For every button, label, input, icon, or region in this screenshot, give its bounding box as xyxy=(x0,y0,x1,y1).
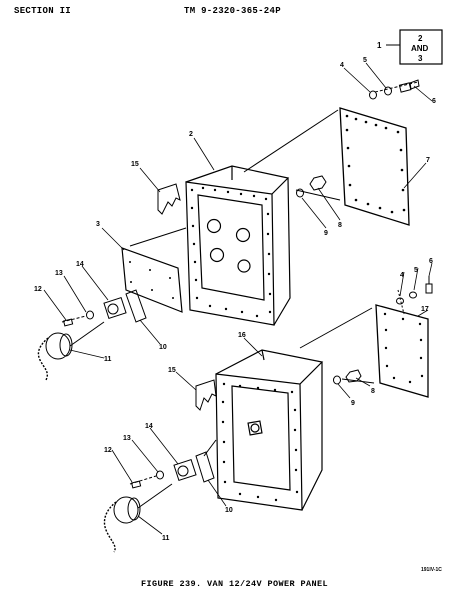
callout-6-lower: 6 xyxy=(429,258,433,265)
screw-set-lower xyxy=(396,276,433,315)
callout-8-upper: 8 xyxy=(338,222,342,229)
callout-5-upper: 5 xyxy=(363,57,367,64)
housing-16 xyxy=(215,349,324,511)
ref-box-line2: AND xyxy=(411,44,429,53)
nut-8-lower xyxy=(333,369,362,385)
ref-box-line3: 3 xyxy=(418,54,423,63)
screw-6-upper xyxy=(369,79,420,100)
callout-13-lower: 13 xyxy=(123,435,131,442)
housing-2-holes xyxy=(190,186,272,318)
cap-11-upper xyxy=(37,321,105,381)
ref-box-line1: 2 xyxy=(418,34,423,43)
callout-16: 16 xyxy=(238,332,246,339)
callout-9-lower: 9 xyxy=(351,400,355,407)
callout-11-lower: 11 xyxy=(162,535,170,542)
ref-number: 1 xyxy=(377,41,382,50)
callout-10-lower: 10 xyxy=(225,507,233,514)
callout-15-lower: 15 xyxy=(168,367,176,374)
nut-8-upper xyxy=(296,175,327,198)
drawing-code: 191IV-1C xyxy=(421,567,442,573)
label-plate-15-upper xyxy=(157,183,181,215)
connector-assembly-upper xyxy=(61,289,147,327)
callout-14-upper: 14 xyxy=(76,261,84,268)
callout-9-upper: 9 xyxy=(324,230,328,237)
section-header: SECTION II xyxy=(14,6,72,16)
tm-number-header: TM 9-2320-365-24P xyxy=(184,6,281,16)
callout-4-lower: 4 xyxy=(400,272,404,279)
callout-2: 2 xyxy=(189,131,193,138)
callout-5-lower: 5 xyxy=(414,267,418,274)
callout-17: 17 xyxy=(421,306,429,313)
callout-8-lower: 8 xyxy=(371,388,375,395)
callout-12-lower: 12 xyxy=(104,447,112,454)
callout-13-upper: 13 xyxy=(55,270,63,277)
callout-15-upper: 15 xyxy=(131,161,139,168)
callout-11-upper: 11 xyxy=(104,356,112,363)
figure-caption: FIGURE 239. VAN 12/24V POWER PANEL xyxy=(140,579,329,589)
cover-plate-17 xyxy=(375,304,429,398)
label-plate-15-lower xyxy=(195,379,217,411)
callout-14-lower: 14 xyxy=(145,423,153,430)
callout-4-upper: 4 xyxy=(340,62,344,69)
connector-assembly-lower xyxy=(129,439,217,489)
cover-plate-7-holes xyxy=(345,114,406,214)
callout-3: 3 xyxy=(96,221,100,228)
callout-10-upper: 10 xyxy=(159,344,167,351)
cover-plate-7 xyxy=(339,107,410,226)
cap-11-lower xyxy=(103,483,173,553)
gasket-3-upper xyxy=(121,247,183,313)
reference-box xyxy=(399,29,443,65)
callout-6-upper: 6 xyxy=(432,98,436,105)
callout-12-upper: 12 xyxy=(34,286,42,293)
housing-2 xyxy=(185,165,291,326)
callout-7: 7 xyxy=(426,157,430,164)
